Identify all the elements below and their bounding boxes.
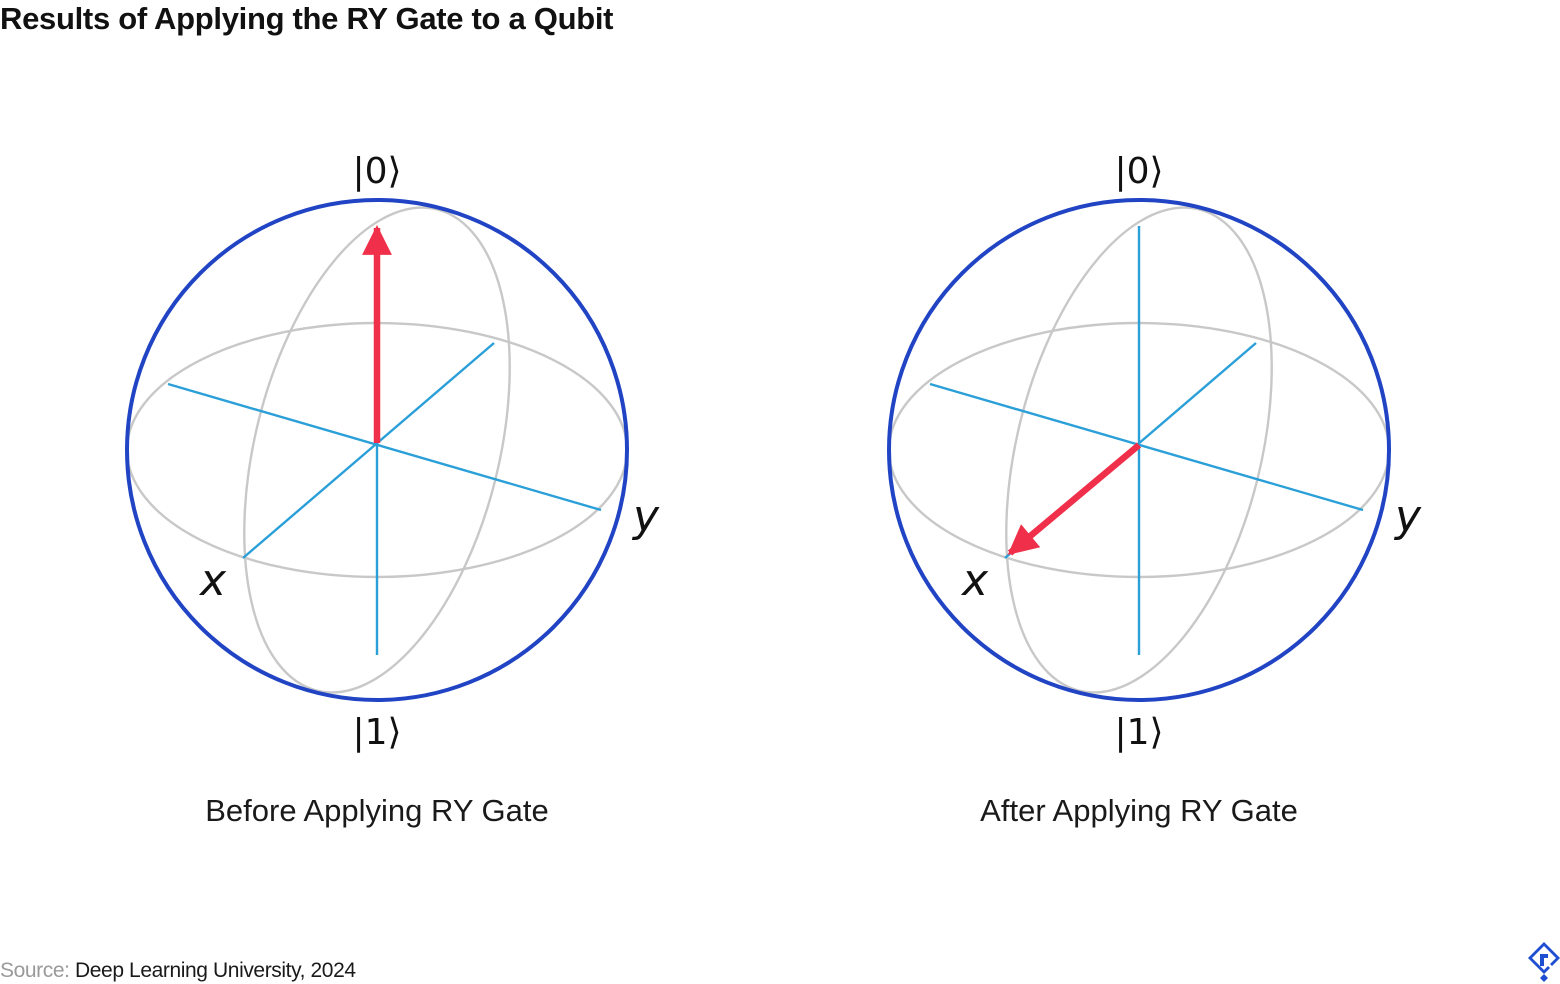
state-vector-arrow [1007, 442, 1142, 556]
ket-zero-label: |0⟩ [1114, 151, 1163, 192]
bloch-sphere-after: |0⟩ |1⟩ x y After Applying RY Gate [887, 151, 1422, 828]
ket-one-label: |1⟩ [352, 712, 401, 753]
x-axis-label: x [198, 555, 227, 606]
y-axis-line [929, 382, 1364, 512]
x-axis-line [242, 342, 495, 559]
sphere-caption: Before Applying RY Gate [205, 793, 549, 828]
y-axis-label: y [1393, 491, 1422, 542]
sphere-outline [125, 198, 629, 702]
source-footer: Source: Deep Learning University, 2024 [0, 958, 356, 984]
ket-one-label: |1⟩ [1114, 712, 1163, 753]
sphere-outline [887, 198, 1391, 702]
y-axis-label: y [631, 491, 660, 542]
page-title: Results of Applying the RY Gate to a Qub… [0, 1, 614, 36]
y-axis-line [167, 382, 602, 512]
sphere-caption: After Applying RY Gate [980, 793, 1298, 828]
bloch-sphere-before: |0⟩ |1⟩ x y Before Applying RY Gate [125, 151, 660, 828]
toptal-logo-icon [1528, 942, 1560, 982]
x-axis-label: x [960, 555, 989, 606]
source-text: Deep Learning University, 2024 [75, 959, 356, 982]
ket-zero-label: |0⟩ [352, 151, 401, 192]
source-prefix: Source: [0, 959, 70, 982]
